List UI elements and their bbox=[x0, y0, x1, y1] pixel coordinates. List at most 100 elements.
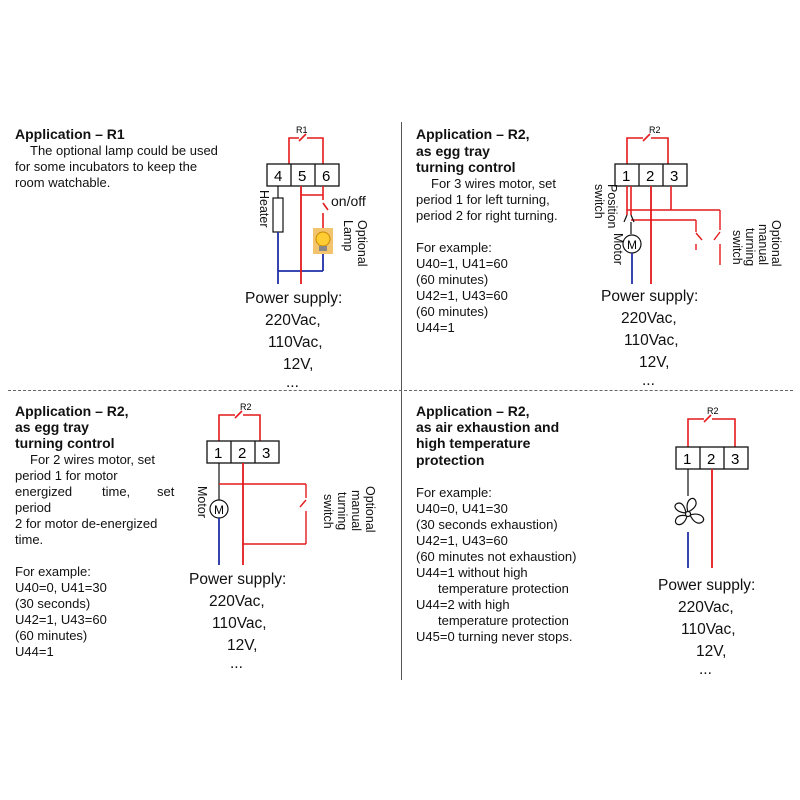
power-supply-value: 12V, bbox=[639, 354, 670, 371]
example-line: U42=1, U43=60 bbox=[416, 288, 508, 303]
manual-switch-label-2: manual bbox=[756, 224, 770, 265]
motor-letter: M bbox=[627, 238, 637, 252]
power-supply-value: ... bbox=[230, 655, 243, 672]
example-line: U42=1, U43=60 bbox=[416, 533, 508, 548]
relay-label: R2 bbox=[649, 125, 661, 135]
lamp-background bbox=[313, 228, 333, 254]
power-supply-value: 110Vac, bbox=[624, 332, 679, 349]
description-line: For 2 wires motor, set bbox=[30, 452, 155, 467]
position-switch-label-2: switch bbox=[592, 184, 606, 219]
manual-switch-label-1: Optional bbox=[769, 220, 783, 267]
example-line: U40=0, U41=30 bbox=[416, 501, 508, 516]
relay-r1-symbol bbox=[288, 133, 324, 164]
horizontal-divider bbox=[8, 390, 793, 391]
power-supply-title: Power supply: bbox=[189, 571, 287, 588]
power-supply-value: 110Vac, bbox=[212, 615, 267, 632]
relay-label: R1 bbox=[296, 125, 308, 135]
terminal-block bbox=[206, 440, 280, 464]
example-line: U40=1, U41=60 bbox=[416, 256, 508, 271]
terminal-4: 4 bbox=[274, 168, 282, 185]
description-line: time, bbox=[102, 484, 131, 499]
example-line: U44=1 bbox=[15, 644, 54, 659]
power-supply-value: 12V, bbox=[227, 637, 258, 654]
power-supply-title: Power supply: bbox=[658, 577, 756, 594]
terminal-6: 6 bbox=[322, 168, 330, 185]
example-line: (60 minutes) bbox=[416, 272, 489, 287]
terminal-1: 1 bbox=[622, 168, 630, 185]
motor-label: Motor bbox=[195, 486, 209, 518]
motor-letter: M bbox=[214, 503, 224, 517]
motor-symbol bbox=[622, 234, 642, 254]
panel-title: as egg tray bbox=[416, 143, 490, 159]
manual-switch-label-2: manual bbox=[349, 490, 363, 531]
heater-resistor bbox=[272, 197, 284, 233]
example-line: U45=0 turning never stops. bbox=[416, 629, 573, 644]
power-supply-value: 220Vac, bbox=[678, 599, 734, 616]
power-supply-value: 220Vac, bbox=[209, 593, 265, 610]
example-line: U40=0, U41=30 bbox=[15, 580, 107, 595]
terminal-block bbox=[675, 446, 749, 470]
panel-title: high temperature bbox=[416, 435, 531, 451]
relay-r2-symbol bbox=[218, 410, 261, 441]
power-supply-value: 12V, bbox=[283, 356, 314, 373]
relay-label: R2 bbox=[240, 402, 252, 412]
power-supply-value: ... bbox=[642, 372, 655, 389]
description-line: For 3 wires motor, set bbox=[431, 176, 556, 191]
description-line: period 1 for left turning, bbox=[416, 192, 550, 207]
panel-title: Application – R1 bbox=[15, 126, 125, 142]
manual-switch-label-4: switch bbox=[321, 494, 335, 529]
example-line: temperature protection bbox=[438, 613, 569, 628]
description-line: period 2 for right turning. bbox=[416, 208, 558, 223]
description-line: for some incubators to keep the bbox=[15, 159, 198, 174]
lamp-label-line1: Optional bbox=[355, 220, 369, 267]
example-line: For example: bbox=[416, 485, 492, 500]
terminal-1: 1 bbox=[214, 445, 222, 462]
description-line: set bbox=[157, 484, 175, 499]
example-line: U42=1, U43=60 bbox=[15, 612, 107, 627]
terminal-3: 3 bbox=[731, 451, 739, 468]
power-supply-title: Power supply: bbox=[245, 290, 343, 307]
description-line: room watchable. bbox=[15, 175, 111, 190]
panel-title: turning control bbox=[416, 159, 516, 175]
relay-label: R2 bbox=[707, 406, 719, 416]
manual-switch-label-4: switch bbox=[730, 230, 744, 265]
panel-title: turning control bbox=[15, 435, 115, 451]
terminal-3: 3 bbox=[262, 445, 270, 462]
panel-title: Application – R2, bbox=[15, 403, 129, 419]
example-line: (30 seconds) bbox=[15, 596, 91, 611]
example-line: U44=1 without high bbox=[416, 565, 528, 580]
description-line: period 1 for motor bbox=[15, 468, 118, 483]
panel-title: as air exhaustion and bbox=[416, 419, 560, 435]
example-line: For example: bbox=[416, 240, 492, 255]
power-supply-value: ... bbox=[286, 374, 299, 391]
position-switch-label-1: Position bbox=[605, 184, 619, 229]
manual-switch-label-3: turning bbox=[335, 492, 349, 531]
manual-switch-label-3: turning bbox=[743, 228, 757, 267]
relay-r2-symbol bbox=[626, 133, 669, 164]
terminal-2: 2 bbox=[646, 168, 654, 185]
terminal-block bbox=[266, 163, 340, 187]
panel-title: Application – R2, bbox=[416, 403, 530, 419]
power-supply-value: 110Vac, bbox=[268, 334, 323, 351]
terminal-5: 5 bbox=[298, 168, 306, 185]
description-line: energized bbox=[15, 484, 73, 499]
terminal-block bbox=[614, 163, 688, 187]
description-line: The optional lamp could be used bbox=[30, 143, 218, 158]
example-line: For example: bbox=[15, 564, 91, 579]
panel-title: protection bbox=[416, 452, 485, 468]
description-line: period bbox=[15, 500, 52, 515]
example-line: U44=2 with high bbox=[416, 597, 510, 612]
lamp-bulb bbox=[315, 231, 331, 247]
terminal-2: 2 bbox=[707, 451, 715, 468]
description-line: 2 for motor de-energized bbox=[15, 516, 158, 531]
heater-label: Heater bbox=[257, 190, 271, 228]
power-supply-value: 12V, bbox=[696, 643, 727, 660]
vertical-divider bbox=[401, 122, 402, 680]
example-line: (30 seconds exhaustion) bbox=[416, 517, 558, 532]
fan-icon bbox=[674, 497, 705, 526]
motor-label: Motor bbox=[611, 233, 625, 265]
lamp-label-line2: Lamp bbox=[341, 220, 355, 252]
terminal-1: 1 bbox=[683, 451, 691, 468]
